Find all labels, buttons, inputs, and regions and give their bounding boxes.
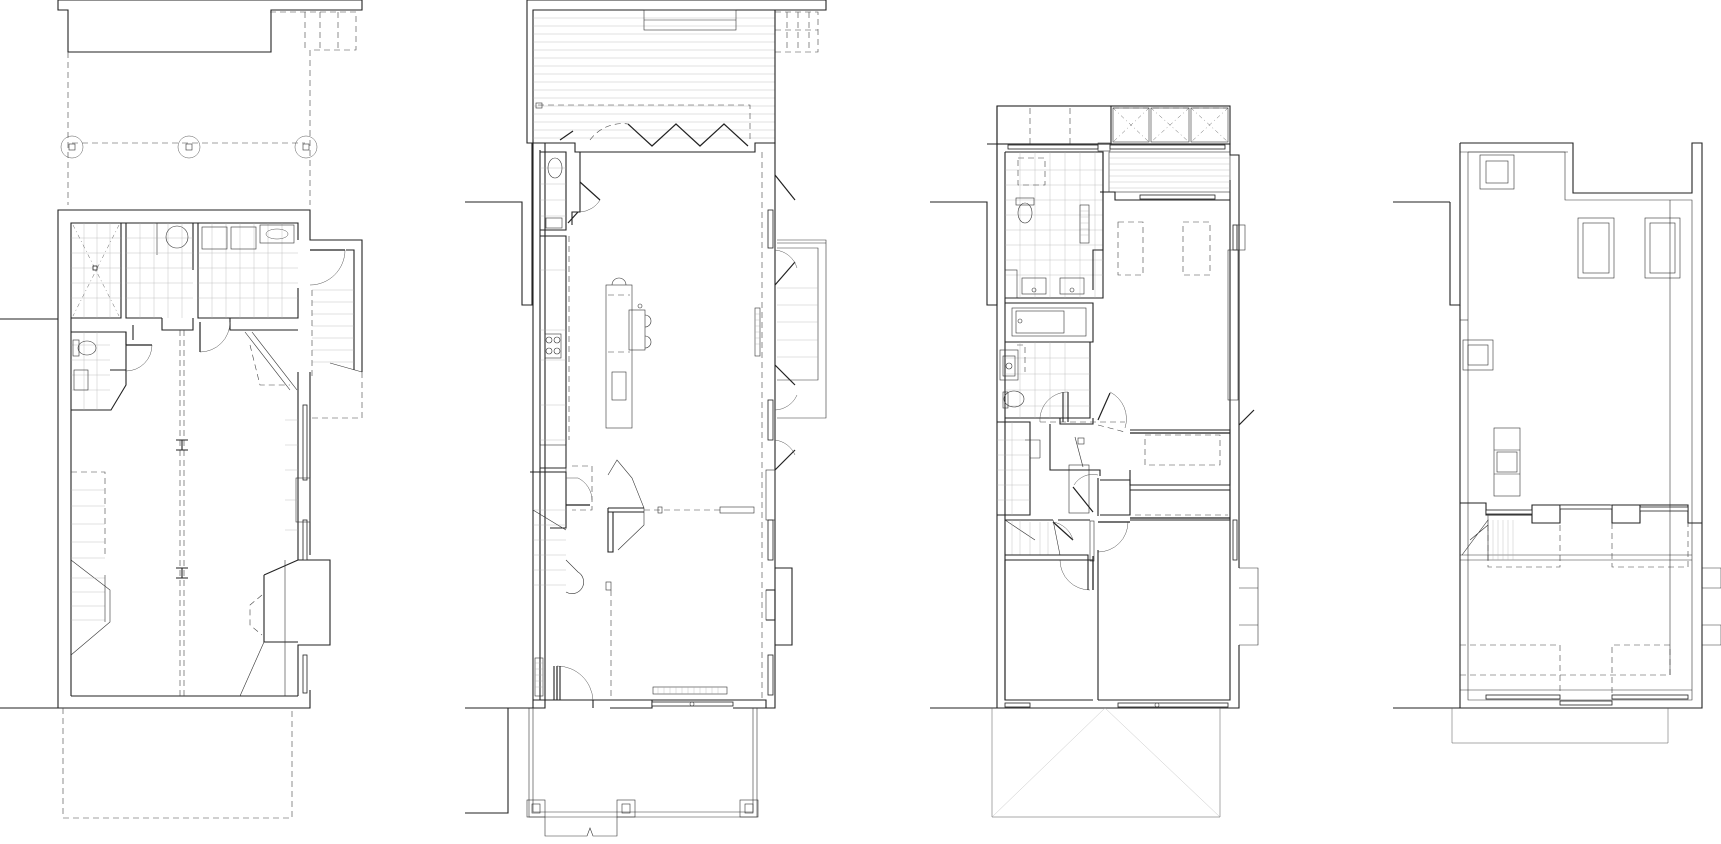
dashed-lightwell xyxy=(270,11,357,51)
wall-liner xyxy=(532,143,541,708)
stair-ground-left xyxy=(530,465,593,697)
front-windows xyxy=(1004,702,1229,708)
front-wall xyxy=(652,699,767,708)
front-porch xyxy=(465,708,759,837)
bedroom-doors xyxy=(1004,520,1130,700)
corridor-wall xyxy=(161,318,194,331)
right-windows xyxy=(1227,224,1259,646)
lower-roof xyxy=(1460,502,1702,568)
central-stair xyxy=(605,459,755,700)
corridor-wall xyxy=(229,318,298,331)
front-wall xyxy=(533,699,653,709)
hall-stair xyxy=(1049,424,1131,516)
left-wall xyxy=(1449,143,1461,306)
roof-terrace xyxy=(996,105,1231,145)
front-radiator xyxy=(651,686,734,707)
boundary-dashed xyxy=(62,708,293,819)
roof-outline xyxy=(1459,142,1703,709)
plan-2 xyxy=(465,0,827,837)
hall-doors xyxy=(1039,391,1127,433)
kitchen-island xyxy=(605,277,652,429)
front-outline xyxy=(1451,708,1669,744)
inner-wall xyxy=(1004,152,1231,701)
rooflights xyxy=(1462,154,1681,497)
stair-lower-left xyxy=(70,471,111,656)
interior-wall-line xyxy=(70,222,299,696)
columns xyxy=(60,135,318,159)
hatch-line xyxy=(239,641,265,697)
bay-wall xyxy=(297,372,331,696)
neighbour-outline xyxy=(57,0,363,53)
bathtub-room xyxy=(1005,302,1094,343)
plan-4 xyxy=(1393,142,1721,744)
plan-1 xyxy=(0,0,363,819)
left-wall xyxy=(465,142,546,709)
beam-line xyxy=(176,330,188,696)
side-radiator-fins xyxy=(755,313,760,345)
bathroom-first xyxy=(1004,151,1104,299)
canopy-roof xyxy=(991,707,1221,818)
right-wall-top xyxy=(763,10,776,144)
side-bay xyxy=(1702,567,1721,646)
bay-swing xyxy=(249,594,263,636)
wc-lower xyxy=(71,325,153,411)
wall-panels xyxy=(285,419,298,531)
side-openings xyxy=(765,174,798,696)
bay-wall xyxy=(775,567,793,646)
stair-right xyxy=(244,249,363,419)
stair-first-left xyxy=(997,421,1090,560)
bay-wall xyxy=(766,589,776,621)
top-windows xyxy=(1007,142,1226,152)
exterior-wall xyxy=(57,209,363,708)
roof-slats xyxy=(526,0,827,144)
ensuite xyxy=(999,341,1091,419)
folding-doors xyxy=(559,123,749,147)
external-stair xyxy=(777,239,827,419)
stair-top xyxy=(1100,151,1231,201)
windows-right xyxy=(295,404,311,694)
kitchen-run xyxy=(539,235,570,475)
rear-dashed-zones xyxy=(1460,644,1692,706)
left-wall xyxy=(930,106,998,306)
door-swing xyxy=(199,321,231,353)
first-bedroom-front-right xyxy=(1117,221,1231,521)
door-swing xyxy=(309,249,346,286)
plan-3 xyxy=(930,105,1259,818)
parapet-line xyxy=(1467,151,1693,701)
outer-walls xyxy=(545,142,776,709)
outer-wall xyxy=(996,144,1240,709)
exterior-wall xyxy=(58,690,311,709)
front-door xyxy=(553,665,594,701)
bay-window-wall xyxy=(263,559,299,643)
bathroom-block xyxy=(71,223,299,319)
wc-ground xyxy=(540,151,601,231)
